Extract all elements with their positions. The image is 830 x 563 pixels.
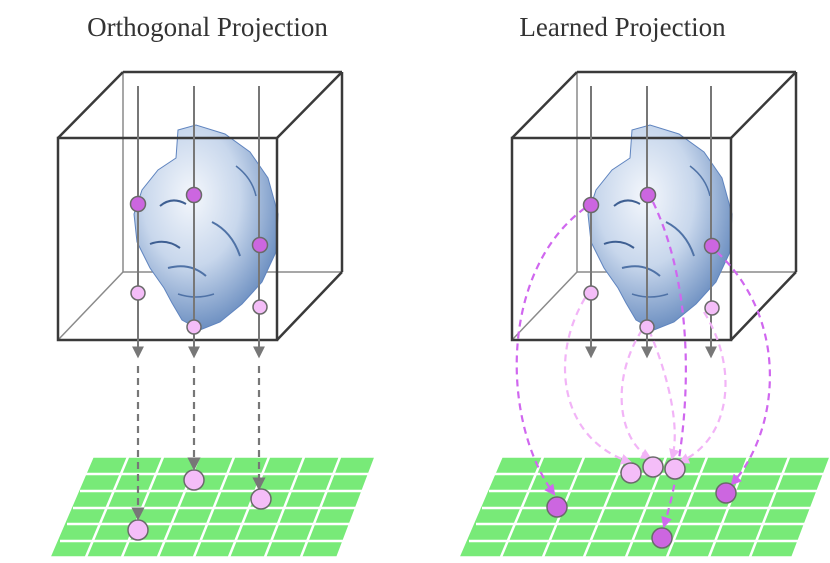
sample-point-back xyxy=(252,299,268,315)
projected-point xyxy=(127,519,149,541)
projected-point xyxy=(183,469,205,491)
learned-curves-strong xyxy=(515,201,771,529)
learned-panel xyxy=(457,70,830,558)
sample-point-back xyxy=(583,285,599,301)
sample-point-front xyxy=(703,237,721,255)
cube-front-edges xyxy=(56,70,344,342)
sample-point-front xyxy=(639,186,657,204)
projected-point xyxy=(664,458,686,480)
title-learned: Learned Projection xyxy=(519,12,726,42)
sample-point-back xyxy=(704,300,720,316)
grid-floor xyxy=(48,456,377,558)
marble-bust-icon xyxy=(133,124,279,331)
projected-point xyxy=(642,456,664,478)
projected-point xyxy=(546,496,568,518)
learned-curves-light xyxy=(564,297,727,465)
projected-point xyxy=(651,527,673,549)
sample-point-front xyxy=(251,236,269,254)
sample-point-front xyxy=(129,195,147,213)
learned-points xyxy=(546,186,737,549)
sample-point-front xyxy=(185,186,203,204)
orthogonal-panel xyxy=(48,70,377,558)
projected-point xyxy=(620,462,642,484)
sample-point-back xyxy=(186,319,202,335)
sample-point-back xyxy=(639,319,655,335)
projected-point xyxy=(250,488,272,510)
orthogonal-dashed-rays xyxy=(131,366,266,521)
sample-point-back xyxy=(130,285,146,301)
sample-point-front xyxy=(582,196,600,214)
projected-point xyxy=(715,482,737,504)
orthogonal-points xyxy=(127,186,272,541)
cube-front-edges xyxy=(510,70,798,342)
title-orthogonal: Orthogonal Projection xyxy=(87,12,328,42)
